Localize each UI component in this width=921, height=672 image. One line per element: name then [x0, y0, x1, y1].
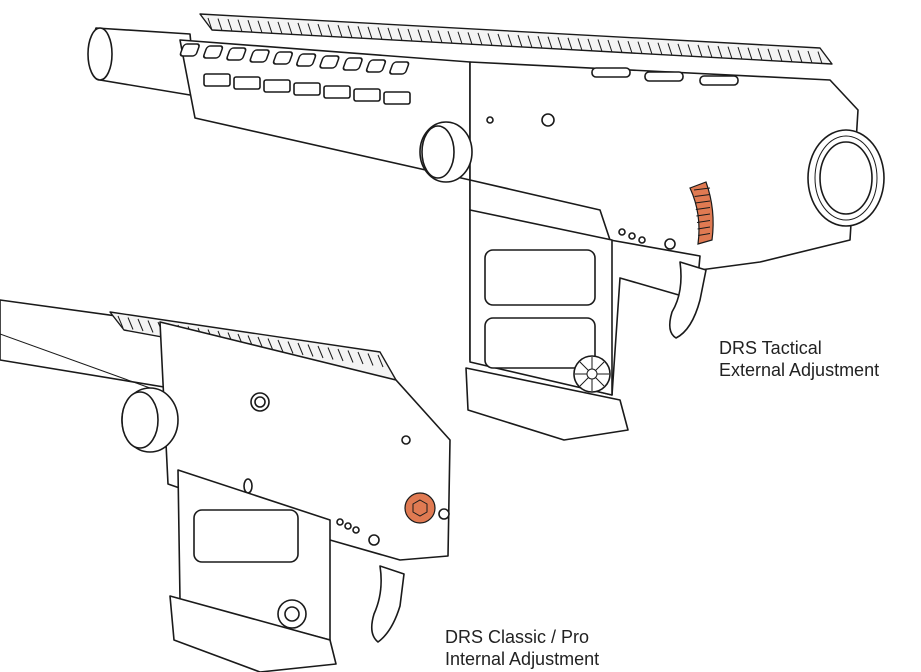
caption-tactical: DRS Tactical External Adjustment — [719, 337, 879, 381]
caption-classic: DRS Classic / Pro Internal Adjustment — [445, 626, 599, 670]
tactical-mag-base — [465, 367, 629, 441]
classic-trigger — [370, 565, 405, 643]
caption-tactical-line2: External Adjustment — [719, 360, 880, 380]
tactical-trigger — [668, 261, 707, 339]
tactical-handguard-slots — [179, 43, 411, 105]
caption-tactical-line1: DRS Tactical — [719, 338, 822, 358]
tactical-external-adjuster — [689, 181, 714, 245]
caption-classic-line1: DRS Classic / Pro — [445, 627, 590, 647]
tactical-wheel-spokes — [575, 357, 609, 391]
tactical-assembly — [87, 13, 885, 441]
classic-internal-adjuster — [404, 492, 436, 524]
tactical-adjuster-ridges — [693, 187, 711, 236]
tactical-rail-teeth — [207, 17, 823, 64]
classic-barrel — [0, 299, 171, 389]
caption-classic-line2: Internal Adjustment — [445, 649, 600, 669]
classic-assembly — [0, 299, 451, 672]
classic-mag-base — [169, 595, 337, 672]
